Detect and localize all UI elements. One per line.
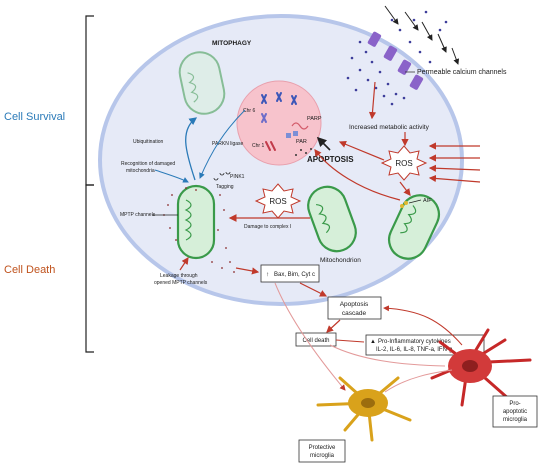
leakage-arrow <box>179 257 189 271</box>
proapoptotic-label-2: apoptotic <box>503 409 527 415</box>
cytokines-box <box>365 334 485 356</box>
tagging-label: Tagging <box>216 184 234 190</box>
apoptosis-cascade-box <box>327 296 382 320</box>
cell-death-label: Cell death <box>302 338 329 344</box>
calcium-influx-arrows <box>384 5 460 65</box>
recycled-mitochondrion <box>178 51 226 115</box>
aif-to-nucleus-arrow <box>314 149 401 201</box>
cascade-label-1: Apoptosis <box>340 301 369 308</box>
bax-up-arrow: ↑ <box>266 271 269 278</box>
protective-label-2: microglia <box>310 453 335 459</box>
mitochondrion-aif <box>387 194 441 260</box>
protective-to-proapoptotic-line <box>384 369 453 393</box>
pink1-label: PINK1 <box>230 174 245 180</box>
ros-right-label: ROS <box>395 159 412 168</box>
bax-label: Bax, Bim, Cyt c <box>274 272 315 278</box>
chromosomes <box>261 92 297 151</box>
cytokines-up-arrow: ▲ <box>370 339 376 345</box>
ubiquitin-tags <box>213 171 231 181</box>
bax-to-cascade-arrow <box>299 282 328 297</box>
calcium-to-metabolic-arrow <box>368 81 377 120</box>
protective-box <box>298 439 346 463</box>
ros-burst-right <box>380 145 428 181</box>
death-bracket <box>85 184 94 353</box>
proapoptotic-label-1: Pro- <box>509 401 520 407</box>
recognition-label-2: mitochondria <box>126 168 155 174</box>
survival-bracket <box>85 15 94 186</box>
apoptosis-pointer <box>316 136 331 151</box>
aif-pointer <box>408 199 422 204</box>
parkn-ligase-label: PARKN ligase <box>212 141 244 147</box>
cell-survival-label: Cell Survival <box>4 111 65 123</box>
apoptosis-heading: APOPTOSIS <box>307 155 354 164</box>
proapoptotic-box <box>492 395 538 428</box>
leakage-label-2: opened MPTP channels <box>154 280 208 286</box>
mptp-channels-label: MPTP channels <box>120 212 156 218</box>
aif-label: AIF <box>423 198 432 204</box>
parp-label: PARP <box>307 116 322 122</box>
external-ros-arrows <box>428 142 481 183</box>
ros-center-label: ROS <box>269 197 286 206</box>
permeable-calcium-channels-label: Permeable calcium channels <box>417 69 507 76</box>
microglia-to-cascade-arrow <box>383 305 463 346</box>
death-to-microglia-line <box>329 344 446 367</box>
bax-box <box>260 264 320 283</box>
chr6-label: Chr 6 <box>243 108 255 114</box>
mitochondrion-center <box>307 185 357 253</box>
cytokines-label-2: IL-2, IL-6, IL-8, TNF-a, IFN-g <box>376 347 452 353</box>
cytokines-label-1: Pro-Inflammatory cytokines <box>378 339 451 345</box>
cell-death-label: Cell Death <box>4 264 55 276</box>
increased-metabolic-label: Increased metabolic activity <box>349 124 430 131</box>
protective-label-1: Protective <box>309 445 336 451</box>
ros-to-aif-arrow <box>399 181 411 196</box>
mitochondrion-label: Mitochondrion <box>320 257 361 264</box>
mitophagy-heading: MITOPHAGY <box>212 40 252 47</box>
leakage-label-1: Leakage through <box>160 273 198 279</box>
damaged-mitochondrion <box>176 184 216 260</box>
proapoptotic-label-3: microglia <box>503 417 528 423</box>
damage-complex-label: Damage to complex I <box>244 224 291 230</box>
recognition-label-1: Recognition of damaged <box>121 161 175 167</box>
chr1-label: Chr 1 <box>252 143 264 149</box>
leak-to-bax-arrow <box>235 267 260 275</box>
calcium-channels <box>367 31 424 90</box>
ubiquitination-label: Ubiquitination <box>133 139 164 145</box>
par-label: PAR <box>296 139 307 145</box>
nucleus <box>236 80 322 166</box>
cell-death-box <box>295 332 337 347</box>
recognition-arrow <box>154 169 189 183</box>
cascade-to-death-arrow <box>326 319 341 333</box>
calcium-ions <box>346 10 448 106</box>
ros-to-nucleus-arrow <box>338 140 385 161</box>
parkn-arrow <box>199 109 246 179</box>
dna-strands <box>286 122 309 138</box>
leaking-particles <box>163 187 235 273</box>
death-to-cytokines-line <box>335 339 365 343</box>
cascade-label-2: cascade <box>342 310 367 317</box>
bax-to-protective-arrow <box>274 282 346 391</box>
protective-microglia <box>316 376 412 442</box>
mitophagy-arrow-up <box>185 117 198 181</box>
